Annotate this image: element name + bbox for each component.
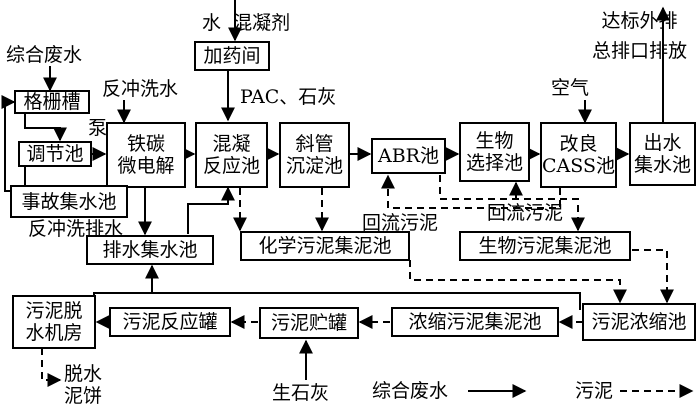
- quicklime-label: 生石灰: [272, 382, 330, 404]
- abr-tank-box: ABR池: [371, 138, 446, 174]
- grille-tank-box: 格栅槽: [14, 90, 90, 114]
- effluent-collection-tank-box: 出水 集水池: [629, 122, 696, 186]
- concentrated-sludge-collection-tank-box: 浓缩污泥集泥池: [391, 307, 559, 337]
- return-sludge-label-2: 回流污泥: [487, 202, 564, 224]
- sludge-reaction-tank-box: 污泥反应罐: [109, 307, 231, 337]
- legend-sludge-label: 污泥: [575, 380, 614, 402]
- backwash-drain-label: 反冲洗排水: [28, 218, 124, 240]
- regulating-tank-box: 调节池: [18, 141, 92, 167]
- pump-label: 泵: [88, 117, 108, 139]
- sludge-dewatering-room-box: 污泥脱 水机房: [12, 295, 96, 349]
- wastewater-flow-lines: [1, 0, 670, 380]
- iron-carbon-microelectrolysis-box: 铁碳 微电解: [106, 122, 186, 188]
- chemical-sludge-collection-tank-box: 化学污泥集泥池: [240, 231, 410, 261]
- cass-tank-box: 改良 CASS池: [540, 122, 617, 188]
- inclined-tube-sedimentation-box: 斜管 沉淀池: [279, 122, 350, 188]
- discharge-label: 达标外排 总排口排放: [592, 10, 688, 62]
- wastewater-input-label: 综合废水: [6, 44, 83, 66]
- sludge-storage-tank-box: 污泥贮罐: [259, 307, 359, 339]
- sludge-flow-lines: [41, 174, 674, 387]
- dosing-room-box: 加药间: [194, 41, 270, 71]
- drainage-collection-tank-box: 排水集水池: [86, 235, 214, 265]
- accident-collection-tank-box: 事故集水池: [10, 185, 128, 218]
- coagulation-reaction-tank-box: 混凝 反应池: [195, 122, 268, 188]
- air-label: 空气: [551, 77, 590, 99]
- legend-wastewater-label: 综合废水: [372, 380, 449, 402]
- dewatered-cake-label: 脱水 泥饼: [64, 363, 103, 407]
- sludge-thickener-box: 污泥浓缩池: [582, 303, 696, 341]
- bio-selection-tank-box: 生物 选择池: [459, 122, 530, 182]
- return-sludge-label-1: 回流污泥: [362, 212, 439, 234]
- biological-sludge-collection-tank-box: 生物污泥集泥池: [459, 231, 631, 261]
- backwash-water-label: 反冲洗水: [102, 78, 179, 100]
- pac-lime-label: PAC、石灰: [240, 86, 337, 108]
- water-coagulant-label: 水 混凝剂: [202, 12, 291, 34]
